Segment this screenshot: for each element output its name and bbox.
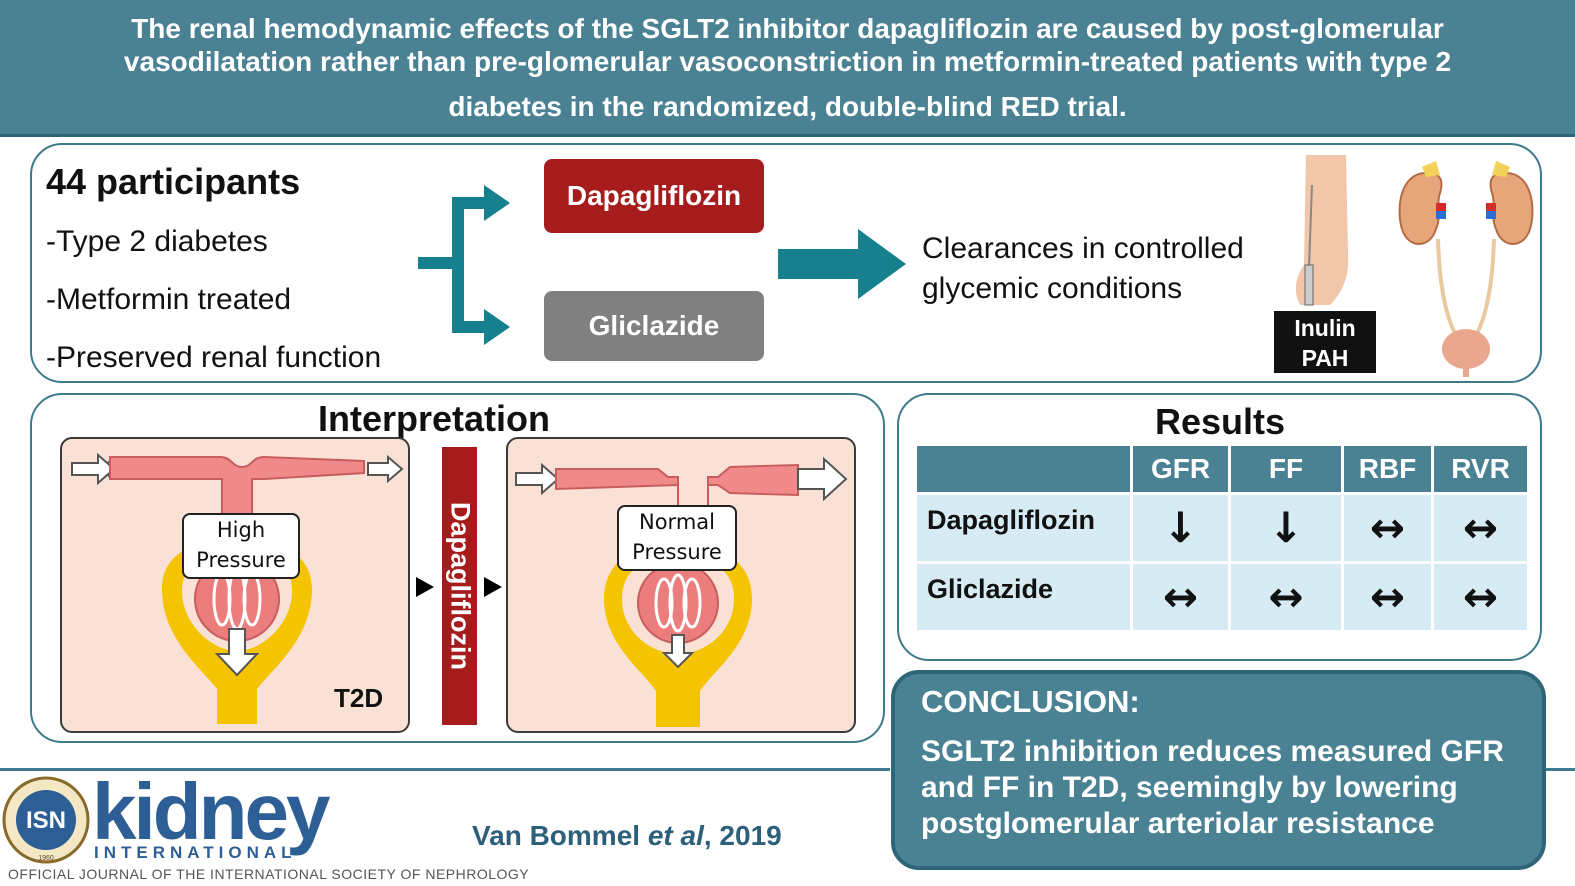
t2d-label: T2D — [334, 683, 384, 713]
left-right-arrow-icon: ↔ — [1268, 572, 1304, 621]
marker-label: Inulin PAH — [1274, 311, 1376, 373]
left-right-arrow-icon: ↔ — [1369, 503, 1406, 552]
play-arrow-icon — [416, 577, 434, 597]
glomerulus-normal-diagram: Normal Pressure — [506, 437, 856, 733]
down-arrow-icon: ↓ — [1268, 503, 1304, 552]
study-design-panel: 44 participants -Type 2 diabetes -Metfor… — [30, 143, 1542, 383]
title-line-1: The renal hemodynamic effects of the SGL… — [131, 13, 1444, 44]
down-arrow-icon: ↓ — [1162, 503, 1199, 552]
effect-cell: ↔ — [1344, 495, 1431, 561]
title-banner: The renal hemodynamic effects of the SGL… — [0, 0, 1575, 137]
table-header-blank — [917, 446, 1130, 492]
column-header-ff: FF — [1231, 446, 1341, 492]
column-header-gfr: GFR — [1133, 446, 1228, 492]
left-right-arrow-icon: ↔ — [1369, 572, 1406, 621]
glomerulus-normal-pressure-icon — [515, 456, 848, 727]
results-table: GFR FF RBF RVR Dapagliflozin ↓ ↓ ↔ ↔ Gli… — [914, 443, 1530, 633]
arm-infusion-icon — [1295, 155, 1349, 306]
column-header-rvr: RVR — [1434, 446, 1527, 492]
table-row: Dapagliflozin ↓ ↓ ↔ ↔ — [917, 495, 1527, 561]
results-panel: Results GFR FF RBF RVR Dapagliflozin ↓ ↓… — [897, 393, 1542, 661]
results-heading: Results — [1155, 401, 1286, 442]
effect-cell: ↓ — [1133, 495, 1228, 561]
glomerulus-high-pressure-icon — [71, 452, 404, 724]
journal-subtitle: INTERNATIONAL — [94, 843, 297, 862]
logo-year: 1960 — [38, 855, 54, 862]
footer-divider — [1546, 768, 1575, 771]
left-right-arrow-icon: ↔ — [1462, 572, 1499, 621]
interpretation-heading: Interpretation — [318, 398, 551, 439]
journal-affiliation: OFFICIAL JOURNAL OF THE INTERNATIONAL SO… — [8, 866, 530, 882]
row-label-gliclazide: Gliclazide — [917, 564, 1130, 630]
play-arrow-icon — [484, 577, 502, 597]
title-line-2: vasodilatation rather than pre-glomerula… — [123, 46, 1452, 77]
row-label-dapagliflozin: Dapagliflozin — [917, 495, 1130, 561]
left-right-arrow-icon: ↔ — [1162, 572, 1199, 621]
participants-count: 44 participants — [46, 161, 301, 202]
right-arrow-icon — [778, 229, 906, 299]
citation: Van Bommel et al, 2019 — [472, 820, 782, 851]
conclusion-box: CONCLUSION: SGLT2 inhibition reduces mea… — [891, 670, 1546, 870]
conclusion-title: CONCLUSION: — [921, 684, 1140, 719]
effect-cell: ↓ — [1231, 495, 1341, 561]
treatment-label: Dapagliflozin — [445, 502, 475, 670]
effect-cell: ↔ — [1434, 495, 1527, 561]
conclusion-text: SGLT2 inhibition reduces measured GFR an… — [921, 735, 1504, 840]
effect-cell: ↔ — [1231, 564, 1341, 630]
high-pressure-label: High Pressure — [182, 513, 300, 579]
left-right-arrow-icon: ↔ — [1462, 503, 1499, 552]
footer-divider — [0, 768, 890, 771]
title-line-3: diabetes in the randomized, double-blind… — [448, 91, 1127, 122]
criterion-type2-diabetes: -Type 2 diabetes — [46, 225, 268, 258]
clearances-text: Clearances in controlled glycemic condit… — [922, 232, 1244, 305]
dapagliflozin-arm: Dapagliflozin — [544, 159, 764, 233]
effect-cell: ↔ — [1434, 564, 1527, 630]
gliclazide-arm: Gliclazide — [544, 291, 764, 361]
isn-logo-icon: ISN 1960 — [2, 776, 90, 864]
normal-pressure-label: Normal Pressure — [617, 505, 737, 571]
effect-cell: ↔ — [1133, 564, 1228, 630]
isn-badge-text: ISN — [26, 807, 66, 834]
table-row: Gliclazide ↔ ↔ ↔ ↔ — [917, 564, 1527, 630]
glomerulus-t2d-diagram: High Pressure T2D — [60, 437, 410, 733]
criterion-metformin: -Metformin treated — [46, 283, 292, 316]
table-header-row: GFR FF RBF RVR — [917, 446, 1527, 492]
effect-cell: ↔ — [1344, 564, 1431, 630]
criterion-renal-function: -Preserved renal function — [46, 341, 382, 374]
kidney-icon — [1398, 161, 1534, 377]
randomization-arrows-icon — [418, 185, 510, 345]
dapagliflozin-treatment-bar: Dapagliflozin — [442, 447, 477, 725]
journal-name: kidney — [92, 767, 330, 856]
interpretation-panel: Interpretation High Pressure T2D Dapagli… — [30, 393, 885, 743]
column-header-rbf: RBF — [1344, 446, 1431, 492]
